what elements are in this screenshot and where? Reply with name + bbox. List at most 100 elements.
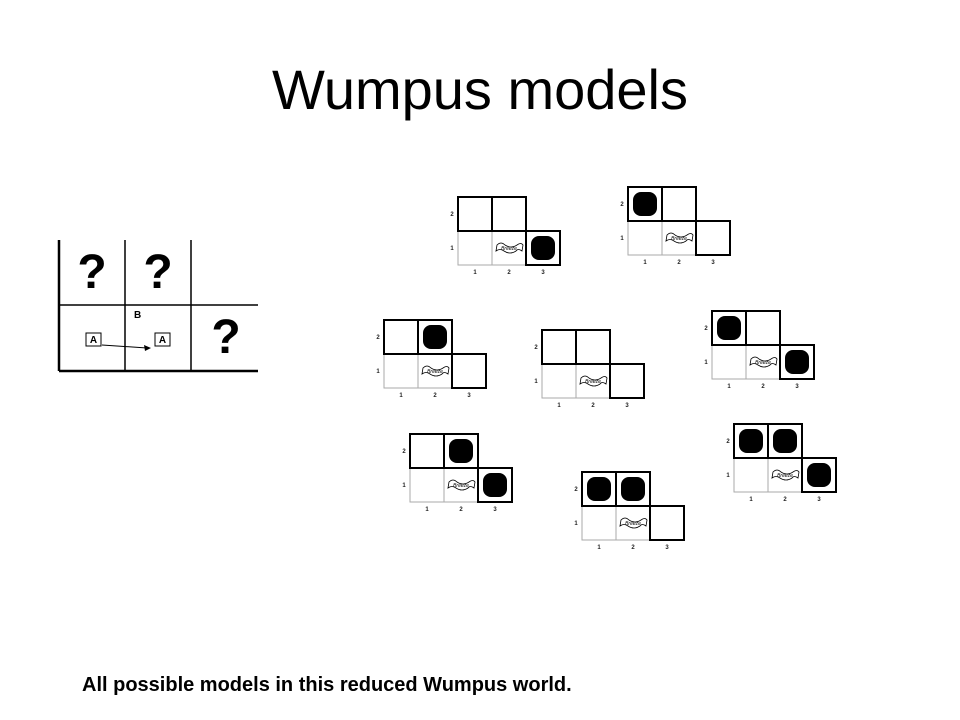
frontier-cell: [451, 353, 487, 389]
col-tick: 2: [631, 545, 635, 551]
breeze-label: Breeze: [777, 473, 793, 479]
breeze-label: Breeze: [625, 521, 641, 527]
grey-cell: [383, 353, 419, 389]
col-tick: 3: [665, 545, 669, 551]
breeze-icon: [665, 232, 694, 244]
row-tick: 1: [376, 369, 380, 375]
pit-icon: [531, 236, 555, 260]
row-tick: 1: [402, 483, 406, 489]
frontier-cell: [491, 196, 527, 232]
agent-box: [154, 332, 171, 347]
col-tick: 1: [727, 384, 731, 390]
col-tick: 2: [433, 393, 437, 399]
col-tick: 3: [817, 497, 821, 503]
breeze-label: Breeze: [501, 246, 517, 252]
row-tick: 2: [402, 449, 406, 455]
grey-cell: [457, 230, 493, 266]
col-tick: 3: [493, 507, 497, 513]
row-tick: 2: [620, 202, 624, 208]
slide-title: Wumpus models: [271, 58, 688, 121]
agent-label: A: [159, 335, 166, 346]
row-tick: 1: [534, 379, 538, 385]
frontier-cell: [417, 319, 453, 355]
breeze-icon: [447, 479, 476, 491]
left-grid: ? ? ? B A A: [57, 240, 258, 373]
frontier-cell: [443, 433, 479, 469]
col-tick: 1: [425, 507, 429, 513]
frontier-cell: [745, 310, 781, 346]
pit-icon: [739, 429, 763, 453]
frontier-cell: [767, 423, 803, 459]
col-tick: 2: [459, 507, 463, 513]
breeze-icon: [579, 375, 608, 387]
frontier-cell: [477, 467, 513, 503]
pit-icon: [633, 192, 657, 216]
grey-cell: [627, 220, 663, 256]
agent-label: A: [90, 335, 97, 346]
frontier-cell: [661, 186, 697, 222]
pit-icon: [483, 473, 507, 497]
pit-icon: [621, 477, 645, 501]
col-tick: 3: [625, 403, 629, 409]
breeze-label: Breeze: [427, 369, 443, 375]
col-tick: 3: [541, 270, 545, 276]
col-tick: 1: [557, 403, 561, 409]
row-tick: 1: [450, 246, 454, 252]
caption: All possible models in this reduced Wump…: [82, 674, 572, 696]
frontier-cell: [575, 329, 611, 365]
row-tick: 2: [450, 212, 454, 218]
arrow-head: [144, 345, 151, 351]
pit-icon: [807, 463, 831, 487]
breeze-label: Breeze: [585, 379, 601, 385]
pit-icon: [587, 477, 611, 501]
frontier-cell: [541, 329, 577, 365]
breeze-label: Breeze: [453, 483, 469, 489]
breeze-icon: [421, 365, 450, 377]
col-tick: 2: [507, 270, 511, 276]
row-tick: 1: [704, 360, 708, 366]
unknown-cell-2-2: ?: [143, 246, 172, 299]
model-6: Breeze 1 2 1 2 3: [402, 433, 513, 513]
row-tick: 2: [534, 345, 538, 351]
col-tick: 1: [749, 497, 753, 503]
model-4: Breeze 1 2 1 2 3: [534, 329, 645, 409]
pit-icon: [717, 316, 741, 340]
pit-icon: [449, 439, 473, 463]
breeze-label: Breeze: [755, 360, 771, 366]
col-tick: 3: [795, 384, 799, 390]
col-tick: 3: [711, 260, 715, 266]
breeze-label: Breeze: [671, 236, 687, 242]
breeze-icon: [749, 356, 778, 368]
col-tick: 1: [399, 393, 403, 399]
model-1: Breeze 1 2 1 2 3: [450, 196, 561, 276]
move-arrow: [101, 344, 148, 349]
model-3: Breeze 1 2 1 2 3: [376, 319, 487, 399]
row-tick: 2: [574, 487, 578, 493]
frontier-cell: [615, 471, 651, 507]
row-tick: 2: [704, 326, 708, 332]
col-tick: 1: [473, 270, 477, 276]
frontier-cell: [383, 319, 419, 355]
frontier-cell: [525, 230, 561, 266]
frontier-cell: [695, 220, 731, 256]
col-tick: 2: [591, 403, 595, 409]
pit-icon: [423, 325, 447, 349]
frontier-cell: [779, 344, 815, 380]
grey-cell: [733, 457, 769, 493]
row-tick: 2: [376, 335, 380, 341]
col-tick: 3: [467, 393, 471, 399]
pit-icon: [773, 429, 797, 453]
breeze-icon: [495, 242, 524, 254]
col-tick: 2: [783, 497, 787, 503]
unknown-cell-3-1: ?: [211, 311, 240, 364]
unknown-cell-1-2: ?: [77, 246, 106, 299]
col-tick: 1: [643, 260, 647, 266]
row-tick: 1: [574, 521, 578, 527]
pit-icon: [785, 350, 809, 374]
